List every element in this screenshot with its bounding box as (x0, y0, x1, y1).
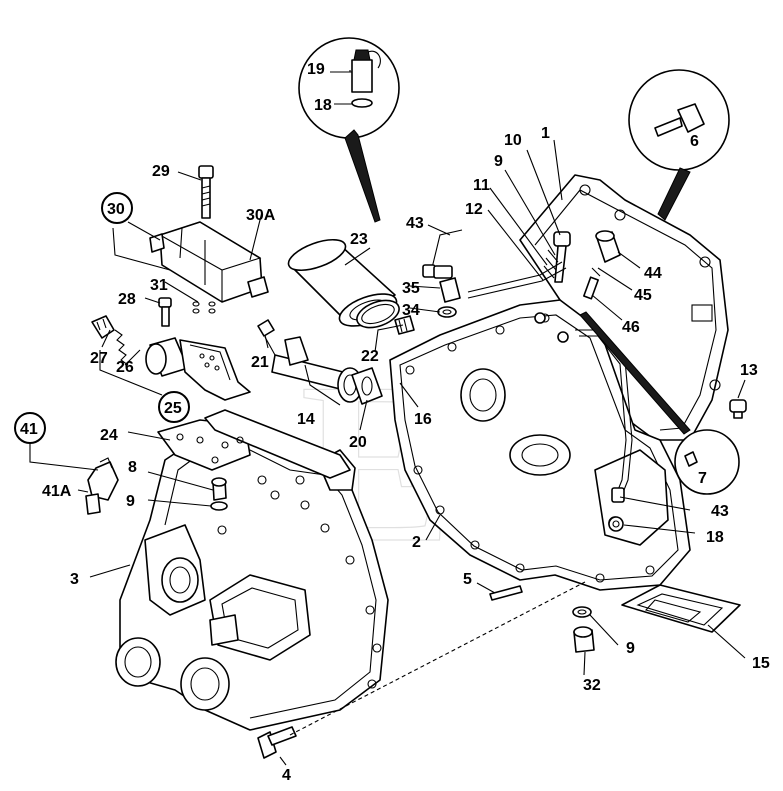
label-6: 6 (690, 133, 699, 150)
label-12: 12 (465, 201, 483, 218)
label-26: 26 (116, 359, 134, 376)
plug-8 (211, 477, 227, 501)
bolt-29 (198, 165, 214, 219)
label-27: 27 (90, 350, 108, 367)
washer-9-bottom (572, 606, 592, 618)
bracket-24 (157, 409, 351, 479)
label-9-top: 9 (494, 153, 503, 170)
fitting-45 (583, 267, 601, 300)
label-32: 32 (583, 677, 601, 694)
label-23: 23 (350, 231, 368, 248)
cover-15 (621, 584, 741, 633)
label-18-right: 18 (706, 529, 724, 546)
bolt-4 (257, 726, 297, 759)
label-4: 4 (282, 767, 291, 784)
sensor-41a (85, 457, 119, 515)
label-10: 10 (504, 132, 522, 149)
label-13: 13 (740, 362, 758, 379)
detail-circle-7 (579, 311, 740, 495)
label-2: 2 (412, 534, 421, 551)
label-9-bottom: 9 (626, 640, 635, 657)
label-45: 45 (634, 287, 652, 304)
pipe-14 (271, 336, 363, 403)
leader-lines (29, 70, 746, 766)
washers-31 (192, 301, 216, 314)
label-15: 15 (752, 655, 770, 672)
label-18-top: 18 (314, 97, 332, 114)
bolt-28 (158, 297, 172, 327)
label-29: 29 (152, 163, 170, 180)
label-43-right: 43 (711, 503, 729, 520)
solenoid-valve-30 (149, 221, 269, 303)
filter-23 (287, 238, 400, 329)
part-labels: 1 10 9 11 12 43 35 34 44 45 46 6 13 7 43… (20, 61, 770, 784)
washer-34 (437, 306, 457, 318)
label-22: 22 (361, 348, 379, 365)
label-35: 35 (402, 280, 420, 297)
label-5: 5 (463, 571, 472, 588)
label-30: 30 (107, 201, 125, 218)
union-35 (439, 277, 461, 303)
plug-32 (573, 626, 595, 653)
plug-18-lower (608, 516, 624, 532)
label-41: 41 (20, 421, 38, 438)
screw-21 (257, 319, 275, 349)
label-34: 34 (402, 302, 420, 319)
label-9-left: 9 (126, 493, 135, 510)
front-housing-3 (115, 429, 389, 731)
fitting-22 (394, 315, 415, 335)
label-8: 8 (128, 459, 137, 476)
label-20: 20 (349, 434, 367, 451)
label-30a: 30A (246, 207, 276, 224)
stud-5 (489, 585, 523, 601)
label-46: 46 (622, 319, 640, 336)
label-25: 25 (164, 400, 182, 417)
plug-44 (595, 230, 621, 263)
label-21: 21 (251, 354, 269, 371)
label-11: 11 (473, 177, 490, 194)
bolt-13 (729, 399, 747, 419)
pipe-43-upper (422, 229, 463, 279)
label-43-top: 43 (406, 215, 424, 232)
label-44: 44 (644, 265, 662, 282)
label-3: 3 (70, 571, 79, 588)
label-28: 28 (118, 291, 136, 308)
label-14: 14 (297, 411, 315, 428)
label-24: 24 (100, 427, 118, 444)
label-1: 1 (541, 125, 550, 142)
detail-circle-19 (298, 37, 400, 223)
valve-assembly-25 (91, 315, 251, 401)
detail-circle-6 (628, 69, 730, 221)
label-31: 31 (150, 277, 168, 294)
washer-9-left (210, 501, 228, 511)
label-41a: 41A (42, 483, 72, 500)
pipe-long (467, 261, 567, 299)
gasket-20 (351, 367, 383, 405)
label-7: 7 (698, 470, 707, 487)
label-19: 19 (307, 61, 325, 78)
callout-circle-25 (158, 391, 190, 423)
callout-circle-30 (101, 192, 133, 224)
label-16: 16 (414, 411, 432, 428)
